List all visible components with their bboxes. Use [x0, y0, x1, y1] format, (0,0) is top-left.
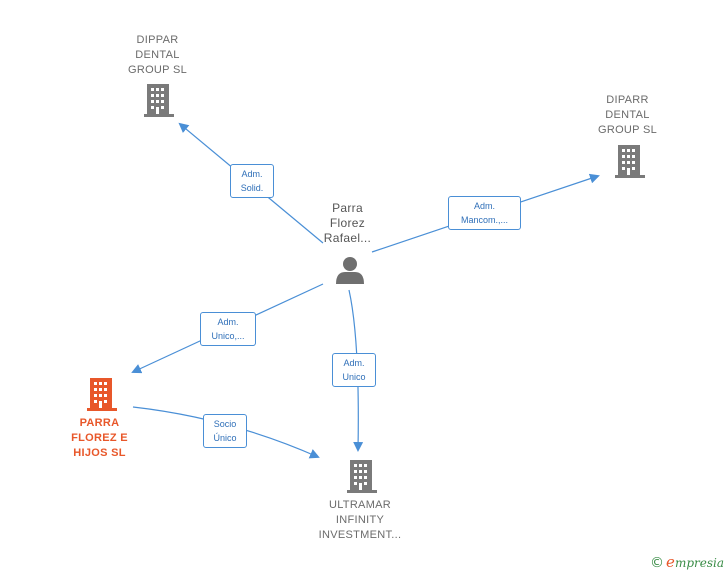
edge-label-adm-solid: Adm. Solid. — [230, 164, 274, 198]
building-icon[interactable] — [615, 145, 645, 178]
person-icon[interactable] — [336, 257, 364, 284]
brand-initial: e — [666, 553, 675, 571]
building-icon[interactable] — [144, 84, 174, 117]
building-icon[interactable] — [347, 460, 377, 493]
node-label-dippar-dental-group[interactable]: DIPPAR DENTAL GROUP SL — [127, 34, 188, 76]
edge-label-adm-mancom: Adm. Mancom.,... — [448, 196, 521, 230]
node-label-diparr-dental-group[interactable]: DIPARR DENTAL GROUP SL — [597, 94, 658, 136]
empresia-brand[interactable]: ©empresia — [650, 553, 724, 571]
edge-label-adm-unico-parra: Adm. Unico,... — [200, 312, 256, 346]
copyright-icon: © — [650, 555, 665, 571]
building-icon[interactable] — [87, 378, 117, 411]
edge-label-socio-unico: Socio Único — [203, 414, 247, 448]
node-label-parra-florez-e-hijos[interactable]: PARRA FLOREZ E HIJOS SL — [71, 417, 128, 459]
node-label-person[interactable]: Parra Florez Rafael... — [323, 201, 372, 245]
brand-name: mpresia — [674, 556, 724, 570]
node-label-ultramar-infinity[interactable]: ULTRAMAR INFINITY INVESTMENT... — [318, 499, 402, 541]
edge-label-adm-unico-ultramar: Adm. Unico — [332, 353, 376, 387]
